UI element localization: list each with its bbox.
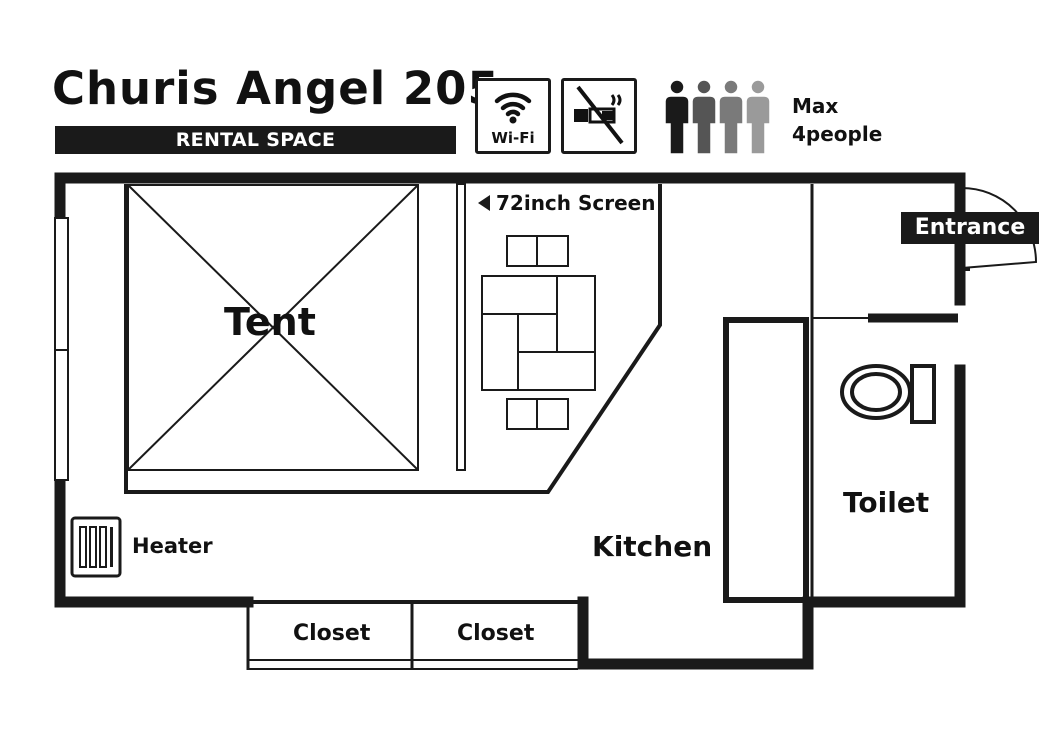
wall-right — [802, 364, 966, 608]
heater-icon — [70, 516, 122, 578]
tent-shape — [127, 184, 419, 471]
subtitle-banner: RENTAL SPACE — [55, 126, 456, 154]
people-icons — [664, 79, 771, 155]
lounge-partition — [124, 184, 662, 494]
no-smoking-badge — [561, 78, 637, 154]
wall-top-right — [54, 172, 966, 306]
person-icon — [718, 79, 744, 155]
entrance-label: Entrance — [901, 212, 1039, 244]
person-icon — [664, 79, 690, 155]
toilet-label: Toilet — [843, 486, 930, 519]
kitchen-counter — [723, 317, 809, 603]
person-icon — [745, 79, 771, 155]
screen-arrow-icon — [478, 195, 490, 211]
kitchen-label: Kitchen — [592, 530, 713, 563]
no-smoking-icon — [574, 85, 624, 145]
wall-kitchen-notch — [577, 596, 814, 670]
heater-label: Heater — [132, 534, 213, 558]
toilet-icon — [840, 364, 936, 424]
tent-label: Tent — [224, 300, 316, 344]
wifi-icon — [494, 92, 532, 124]
wifi-badge: Wi-Fi — [475, 78, 551, 154]
window-upper — [54, 217, 69, 351]
capacity-line2: 4people — [792, 122, 883, 146]
wifi-label: Wi-Fi — [491, 129, 535, 147]
window-lower — [54, 349, 69, 481]
capacity-line1: Max — [792, 94, 839, 118]
screen-panel — [456, 183, 466, 471]
closet-right-label: Closet — [457, 621, 535, 646]
page-title: Churis Angel 205 — [52, 62, 500, 115]
person-icon — [691, 79, 717, 155]
capacity-text: Max 4people — [792, 92, 882, 148]
closet-left-label: Closet — [293, 621, 371, 646]
seating-mats — [481, 235, 596, 430]
screen-label: 72inch Screen — [496, 191, 656, 215]
